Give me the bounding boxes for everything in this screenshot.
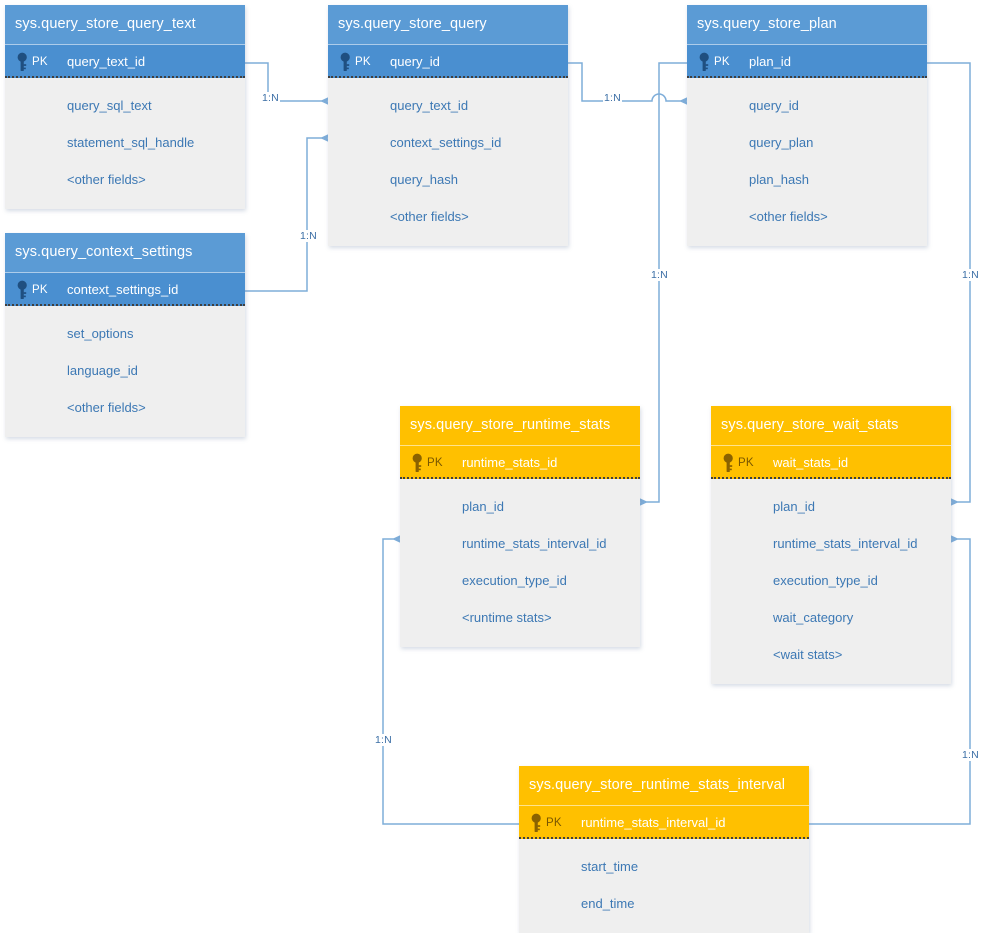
entity-title: sys.query_store_query_text	[5, 5, 245, 44]
key-icon	[699, 52, 709, 71]
cardinality-label: 1:N	[374, 734, 393, 746]
primary-key-row[interactable]: PK plan_id	[687, 44, 927, 78]
key-icon	[531, 813, 541, 832]
entity-field[interactable]: plan_id	[462, 499, 504, 514]
primary-key-row[interactable]: PK query_text_id	[5, 44, 245, 78]
entity-field[interactable]: query_hash	[390, 172, 458, 187]
entity-field[interactable]: <other fields>	[67, 400, 146, 415]
field-list: plan_id runtime_stats_interval_id executio…	[400, 479, 640, 647]
entity-title: sys.query_store_runtime_stats_interval	[519, 766, 809, 805]
key-icon	[340, 52, 350, 71]
wire-context-settings-to-query	[245, 137, 322, 292]
pk-badge: PK	[355, 56, 371, 68]
entity-field[interactable]: plan_id	[773, 499, 815, 514]
entity-field[interactable]: execution_type_id	[773, 573, 878, 588]
cardinality-label: 1:N	[961, 749, 980, 761]
entity-field[interactable]: <other fields>	[67, 172, 146, 187]
pk-field-name: runtime_stats_id	[462, 455, 558, 470]
wire-query-to-plan	[568, 62, 681, 102]
key-icon	[17, 52, 27, 71]
entity-field[interactable]: runtime_stats_interval_id	[462, 536, 607, 551]
cardinality-label: 1:N	[299, 230, 318, 242]
field-list: plan_id runtime_stats_interval_id executio…	[711, 479, 951, 684]
entity-field[interactable]: context_settings_id	[390, 135, 502, 150]
pk-field-name: query_text_id	[67, 54, 146, 69]
cardinality-label: 1:N	[261, 92, 280, 104]
entity-field[interactable]: language_id	[67, 363, 138, 378]
entity-title: sys.query_store_plan	[687, 5, 927, 44]
pk-badge: PK	[714, 56, 730, 68]
pk-badge: PK	[546, 817, 562, 829]
entity-field[interactable]: set_options	[67, 326, 134, 341]
field-list: query_id query_plan plan_hash <other fields…	[687, 78, 927, 246]
field-list: query_sql_text statement_sql_handle <other…	[5, 78, 245, 209]
entity-field[interactable]: <runtime stats>	[462, 610, 552, 625]
primary-key-row[interactable]: PK runtime_stats_id	[400, 445, 640, 479]
pk-badge: PK	[738, 457, 754, 469]
field-list: start_time end_time	[519, 839, 809, 933]
entity-field[interactable]: <wait stats>	[773, 647, 843, 662]
entity-title: sys.query_store_query	[328, 5, 568, 44]
pk-badge: PK	[32, 56, 48, 68]
entity-field[interactable]: statement_sql_handle	[67, 135, 195, 150]
entity-title: sys.query_context_settings	[5, 233, 245, 272]
field-list: set_options language_id <other fields>	[5, 306, 245, 437]
pk-field-name: query_id	[390, 54, 440, 69]
entity-field[interactable]: wait_category	[773, 610, 854, 625]
entity-field[interactable]: execution_type_id	[462, 573, 567, 588]
primary-key-row[interactable]: PK context_settings_id	[5, 272, 245, 306]
wire-query-text-to-query	[245, 62, 322, 102]
pk-field-name: context_settings_id	[67, 282, 179, 297]
cardinality-label: 1:N	[650, 269, 669, 281]
primary-key-row[interactable]: PK wait_stats_id	[711, 445, 951, 479]
entity-field[interactable]: end_time	[581, 896, 635, 911]
entity-field[interactable]: query_plan	[749, 135, 814, 150]
entity-title: sys.query_store_wait_stats	[711, 406, 951, 445]
entity-field[interactable]: <other fields>	[390, 209, 469, 224]
entity-field[interactable]: <other fields>	[749, 209, 828, 224]
cardinality-label: 1:N	[961, 269, 980, 281]
pk-field-name: runtime_stats_interval_id	[581, 815, 726, 830]
entity-title: sys.query_store_runtime_stats	[400, 406, 640, 445]
key-icon	[412, 453, 422, 472]
field-list: query_text_id context_settings_id query_ha…	[328, 78, 568, 246]
pk-field-name: wait_stats_id	[773, 455, 849, 470]
primary-key-row[interactable]: PK runtime_stats_interval_id	[519, 805, 809, 839]
pk-field-name: plan_id	[749, 54, 791, 69]
entity-field[interactable]: plan_hash	[749, 172, 809, 187]
entity-field[interactable]: query_sql_text	[67, 98, 152, 113]
cardinality-label: 1:N	[603, 92, 622, 104]
pk-badge: PK	[427, 457, 443, 469]
primary-key-row[interactable]: PK query_id	[328, 44, 568, 78]
key-icon	[723, 453, 733, 472]
entity-field[interactable]: query_text_id	[390, 98, 469, 113]
entity-field[interactable]: query_id	[749, 98, 799, 113]
pk-badge: PK	[32, 284, 48, 296]
key-icon	[17, 280, 27, 299]
entity-field[interactable]: start_time	[581, 859, 639, 874]
entity-field[interactable]: runtime_stats_interval_id	[773, 536, 918, 551]
